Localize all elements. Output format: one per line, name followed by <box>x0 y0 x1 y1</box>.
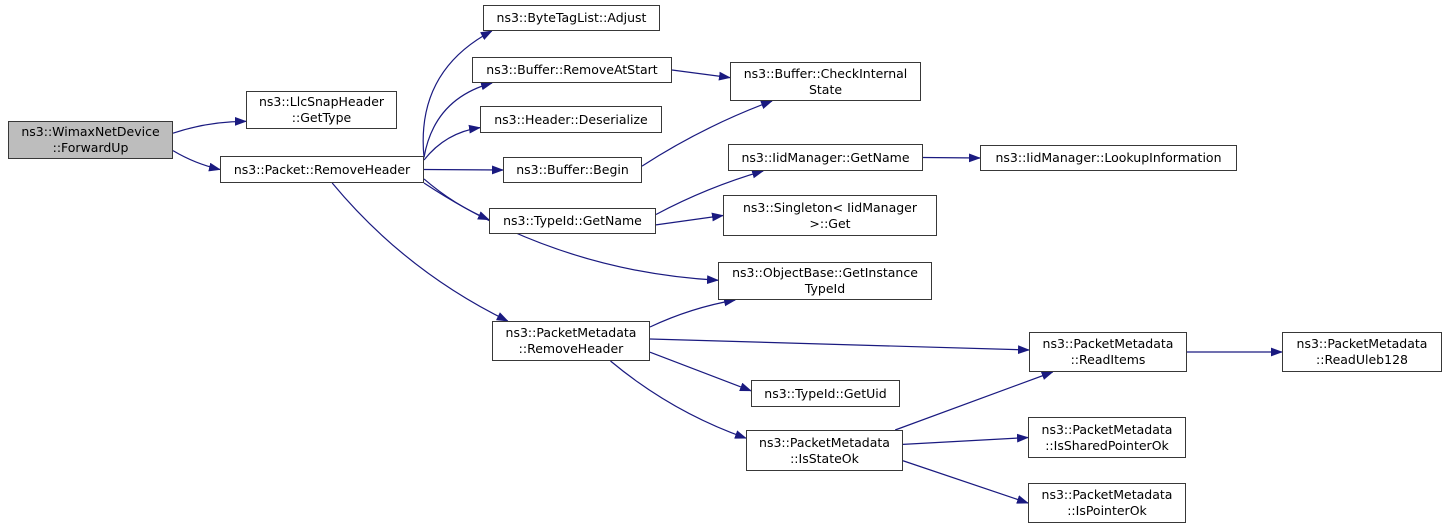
node-label-line: ::ReadItems <box>1070 352 1146 367</box>
node-label-line: ns3::Buffer::RemoveAtStart <box>486 62 658 77</box>
edge-packetmetadata-isstateok-to-packetmetadata-issharedpointerok <box>902 433 1029 445</box>
node-label-line: ::RemoveHeader <box>518 341 624 356</box>
node-label-line: ::IsSharedPointerOk <box>1045 437 1169 453</box>
node-label-line: ns3::WimaxNetDevice <box>21 124 160 139</box>
node-packetmetadata-readuleb128[interactable]: ns3::PacketMetadata::ReadUleb128 <box>1282 332 1442 372</box>
edge-buffer-begin-to-buffer-checkinternalstate <box>641 100 773 167</box>
node-label-line: ns3::IidManager::LookupInformation <box>995 150 1222 165</box>
node-packet-removeheader[interactable]: ns3::Packet::RemoveHeader <box>220 156 424 183</box>
edge-packetmetadata-removeheader-to-packetmetadata-isstateok <box>610 360 747 439</box>
node-label-line: ns3::TypeId::GetName <box>503 213 642 228</box>
edge-packetmetadata-isstateok-to-packetmetadata-ispointerok <box>902 460 1029 504</box>
node-header-deserialize[interactable]: ns3::Header::Deserialize <box>480 106 662 133</box>
edge-packet-removeheader-to-buffer-begin <box>423 165 504 175</box>
node-wimaxnetdevice-forwardup[interactable]: ns3::WimaxNetDevice::ForwardUp <box>8 121 173 159</box>
node-typeid-getuid[interactable]: ns3::TypeId::GetUid <box>751 380 900 407</box>
node-label-line: State <box>808 81 843 97</box>
node-singleton-iidmanager-get[interactable]: ns3::Singleton< IidManager>::Get <box>723 195 937 236</box>
node-label-line: ::IsStateOk <box>790 450 859 466</box>
node-label-line: ns3::Packet::RemoveHeader <box>233 161 411 177</box>
edge-packet-removeheader-to-buffer-removeatstart <box>423 81 493 158</box>
edge-packetmetadata-removeheader-to-packetmetadata-readitems <box>649 338 1030 355</box>
node-label-line: ns3::PacketMetadata <box>1041 421 1173 437</box>
edge-packet-removeheader-to-header-deserialize <box>423 124 481 161</box>
node-label-line: ns3::Buffer::Begin <box>516 162 629 177</box>
node-label-line: ns3::PacketMetadata <box>505 325 637 340</box>
node-label-line: ns3::Header::Deserialize <box>494 111 648 127</box>
node-buffer-begin[interactable]: ns3::Buffer::Begin <box>503 157 642 183</box>
node-label-line: ::IsPointerOk <box>1067 503 1147 518</box>
edge-packetmetadata-removeheader-to-typeid-getuid <box>649 351 752 392</box>
edge-wimaxnetdevice-forwardup-to-packet-removeheader <box>172 150 221 172</box>
node-label-line: ns3::PacketMetadata <box>759 434 890 450</box>
node-label-line: ns3::IidManager::GetName <box>741 149 910 165</box>
node-label-line: ns3::PacketMetadata <box>1041 487 1173 502</box>
node-label-line: ns3::ObjectBase::GetInstance <box>732 265 918 280</box>
node-label-line: ns3::Singleton< IidManager <box>742 199 918 215</box>
node-bytetaglist-adjust[interactable]: ns3::ByteTagList::Adjust <box>483 5 660 31</box>
edge-packet-removeheader-to-typeid-getname <box>423 178 490 221</box>
edge-iidmanager-getname-to-iidmanager-lookupinformation <box>922 153 981 163</box>
edge-packet-removeheader-to-packetmetadata-removeheader <box>331 182 509 322</box>
node-label-line: ns3::PacketMetadata <box>1296 336 1428 351</box>
node-typeid-getname[interactable]: ns3::TypeId::GetName <box>489 208 656 234</box>
node-packetmetadata-issharedpointerok[interactable]: ns3::PacketMetadata::IsSharedPointerOk <box>1028 417 1186 458</box>
edge-packetmetadata-isstateok-to-packetmetadata-readitems <box>894 371 1054 431</box>
edge-typeid-getname-to-singleton-iidmanager-get <box>655 212 724 226</box>
node-llcsnapheader-gettype[interactable]: ns3::LlcSnapHeader::GetType <box>246 91 397 129</box>
edge-wimaxnetdevice-forwardup-to-llcsnapheader-gettype <box>172 116 247 134</box>
edge-packet-removeheader-to-objectbase-getinstancetypeid <box>423 182 719 285</box>
node-packetmetadata-readitems[interactable]: ns3::PacketMetadata::ReadItems <box>1029 332 1187 372</box>
node-iidmanager-lookupinformation[interactable]: ns3::IidManager::LookupInformation <box>980 145 1237 171</box>
node-packetmetadata-removeheader[interactable]: ns3::PacketMetadata::RemoveHeader <box>492 321 650 361</box>
node-packetmetadata-ispointerok[interactable]: ns3::PacketMetadata::IsPointerOk <box>1028 483 1186 523</box>
node-label-line: ns3::TypeId::GetUid <box>764 385 887 401</box>
node-label-line: TypeId <box>804 281 846 296</box>
node-label-line: >::Get <box>809 215 851 231</box>
node-label-line: ns3::LlcSnapHeader <box>258 94 385 109</box>
node-packetmetadata-isstateok[interactable]: ns3::PacketMetadata::IsStateOk <box>746 430 903 471</box>
node-label-line: ns3::Buffer::CheckInternal <box>743 65 908 81</box>
node-label-line: ns3::PacketMetadata <box>1042 336 1174 351</box>
node-iidmanager-getname[interactable]: ns3::IidManager::GetName <box>728 144 923 171</box>
edge-buffer-removeatstart-to-buffer-checkinternalstate <box>671 69 731 81</box>
node-label-line: ::ReadUleb128 <box>1316 352 1408 367</box>
node-label-line: ::ForwardUp <box>52 140 129 155</box>
node-label-line: ::GetType <box>291 110 352 125</box>
edge-packet-removeheader-to-bytetaglist-adjust <box>422 30 493 158</box>
edge-typeid-getname-to-iidmanager-getname <box>655 169 765 216</box>
node-label-line: ns3::ByteTagList::Adjust <box>496 10 647 25</box>
node-buffer-removeatstart[interactable]: ns3::Buffer::RemoveAtStart <box>472 57 672 83</box>
edge-packetmetadata-removeheader-to-objectbase-getinstancetypeid <box>649 297 737 328</box>
